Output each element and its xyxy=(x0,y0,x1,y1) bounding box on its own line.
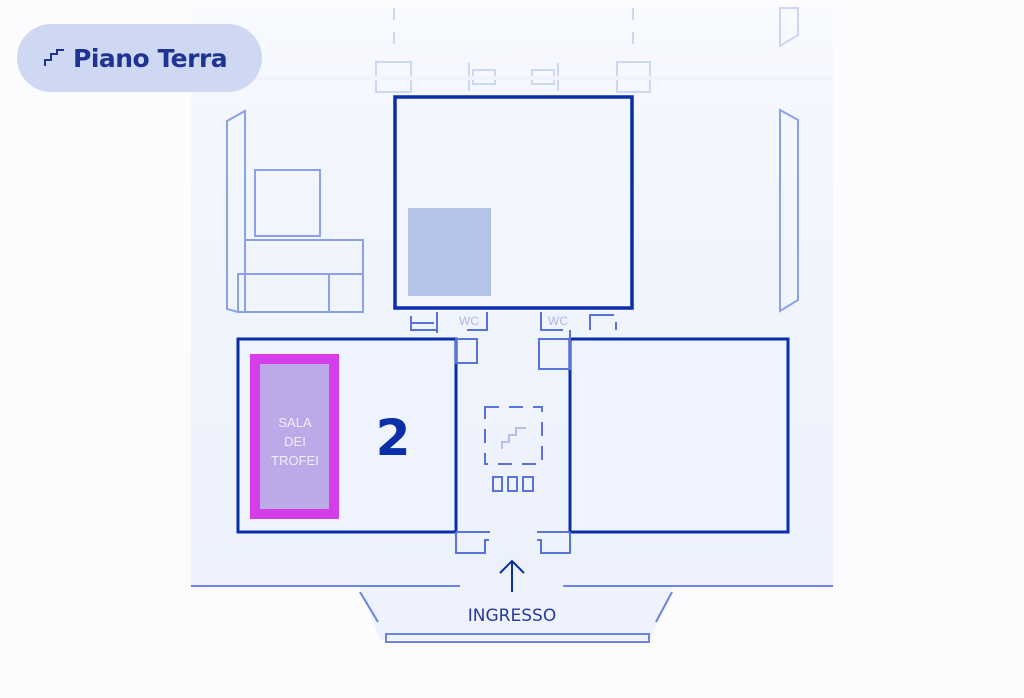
wc-label: WC xyxy=(548,314,568,328)
room-label-line: SALA xyxy=(278,415,312,430)
wc-label: WC xyxy=(459,314,479,328)
room-label-line: TROFEI xyxy=(271,453,319,468)
corridor-fixtures xyxy=(410,312,617,592)
outer-walls-bottom xyxy=(191,585,833,643)
floor-badge-label: Piano Terra xyxy=(73,43,228,73)
entrance-area xyxy=(360,587,672,640)
stairs-icon xyxy=(44,49,64,66)
right-furniture xyxy=(779,108,799,313)
room-label-line: DEI xyxy=(284,434,306,449)
sala-dei-trofei-highlight[interactable] xyxy=(250,354,339,519)
room-top-exhibit xyxy=(408,208,491,296)
room-right[interactable] xyxy=(568,337,790,534)
left-furniture xyxy=(226,109,364,313)
outer-walls xyxy=(190,8,834,587)
sala-dei-trofei-label: SALA DEI TROFEI xyxy=(271,415,319,468)
floor-badge[interactable]: Piano Terra xyxy=(17,24,262,92)
top-fixtures xyxy=(191,7,833,93)
stairs-icon xyxy=(501,427,526,449)
room-number: 2 xyxy=(376,409,411,467)
entrance-label: INGRESSO xyxy=(468,606,556,626)
